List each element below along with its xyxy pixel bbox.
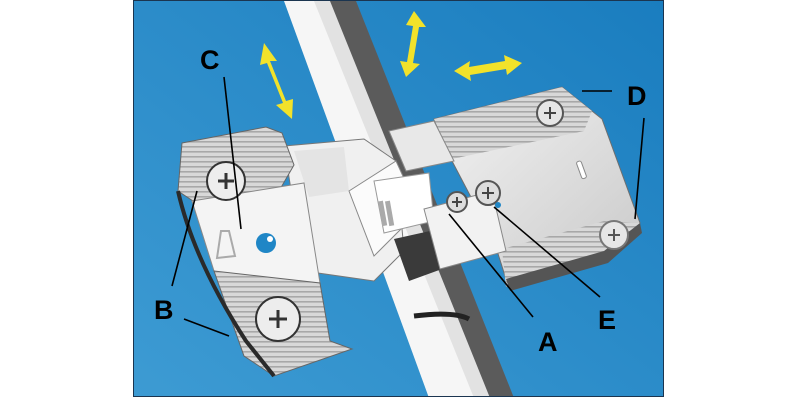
mounting-plate xyxy=(176,126,354,378)
label-a: A xyxy=(538,327,558,357)
callout-line-a xyxy=(448,213,534,318)
label-c: C xyxy=(200,45,220,75)
hinge-diagram-panel: C B A E D xyxy=(133,0,664,397)
side-adjustment-arrow xyxy=(454,55,522,81)
callout-line-b-bottom xyxy=(183,318,230,337)
vertical-adjustment-arrow xyxy=(260,43,293,119)
hinge-arm xyxy=(433,86,642,291)
callout-line-d-bottom xyxy=(634,117,645,220)
callout-line-c xyxy=(223,76,242,230)
label-d: D xyxy=(627,81,647,111)
hinge-illustration xyxy=(134,1,663,396)
label-b: B xyxy=(154,295,174,325)
depth-adjustment-arrow xyxy=(400,11,426,77)
adjustment-arrows xyxy=(260,11,522,119)
callout-lines xyxy=(171,76,645,337)
callout-line-e xyxy=(493,206,601,298)
callout-line-b-top xyxy=(171,190,198,287)
label-e: E xyxy=(598,305,617,335)
